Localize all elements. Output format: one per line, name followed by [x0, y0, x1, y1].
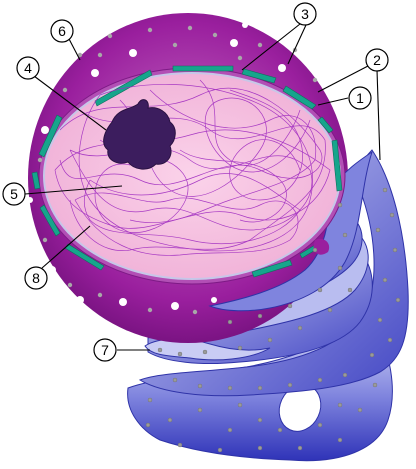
svg-text:6: 6 [58, 23, 66, 39]
callout-4: 4 [16, 56, 40, 80]
svg-text:5: 5 [10, 186, 18, 202]
callout-3: 3 [293, 2, 317, 26]
er-ribosomes [145, 187, 401, 453]
callout-8: 8 [24, 266, 48, 290]
leader-lines [24, 23, 381, 351]
svg-text:7: 7 [101, 342, 109, 358]
svg-text:2: 2 [373, 52, 381, 68]
envelope-er-junction [313, 238, 330, 255]
cytoplasm-vesicles [27, 22, 286, 310]
svg-text:3: 3 [301, 6, 309, 22]
svg-text:1: 1 [356, 90, 364, 106]
callout-5: 5 [2, 182, 26, 206]
callout-2: 2 [365, 48, 389, 72]
nuclear-pores [31, 65, 343, 278]
rough-er-outer-sheet [138, 149, 409, 397]
nucleolus [103, 99, 176, 170]
svg-text:8: 8 [32, 270, 40, 286]
svg-text:4: 4 [24, 60, 32, 76]
callout-7: 7 [93, 338, 117, 362]
callout-1: 1 [348, 86, 372, 110]
callout-6: 6 [50, 19, 74, 43]
